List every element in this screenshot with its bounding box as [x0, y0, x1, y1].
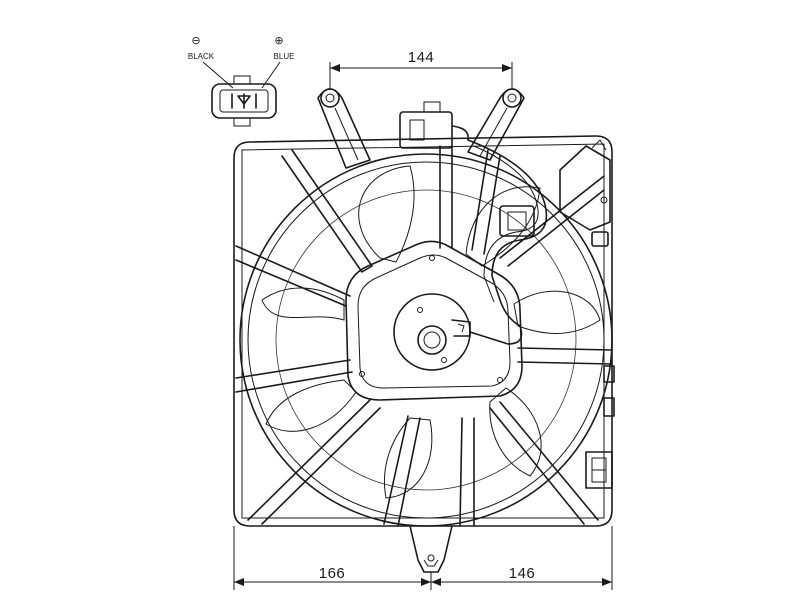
mounting-arm-right — [467, 88, 525, 161]
positive-wire-label: BLUE — [274, 52, 295, 61]
positive-terminal-symbol: ⊕ — [274, 34, 283, 47]
left-dimension-label: 166 — [319, 565, 346, 582]
bottom-dimensions: 166 146 — [233, 526, 613, 590]
connector-callout: ⊖ BLACK ⊕ BLUE — [188, 34, 295, 127]
motor-connector-block — [399, 101, 469, 149]
fan-blades — [261, 165, 601, 499]
bottom-mount — [409, 525, 453, 573]
right-dimension-label: 146 — [509, 565, 536, 582]
drain-box — [585, 451, 613, 489]
resistor-block — [499, 139, 611, 247]
motor — [393, 293, 471, 371]
negative-terminal-symbol: ⊖ — [191, 34, 200, 47]
top-dimension: 144 — [329, 49, 513, 90]
mounting-arm-left — [317, 88, 371, 169]
connector-plug-icon — [211, 75, 277, 127]
top-dimension-label: 144 — [408, 49, 435, 66]
support-spokes — [235, 145, 613, 527]
fan-ring — [239, 153, 613, 527]
motor-hub — [345, 240, 523, 401]
negative-wire-label: BLACK — [188, 52, 215, 61]
right-side-clips — [603, 365, 615, 417]
